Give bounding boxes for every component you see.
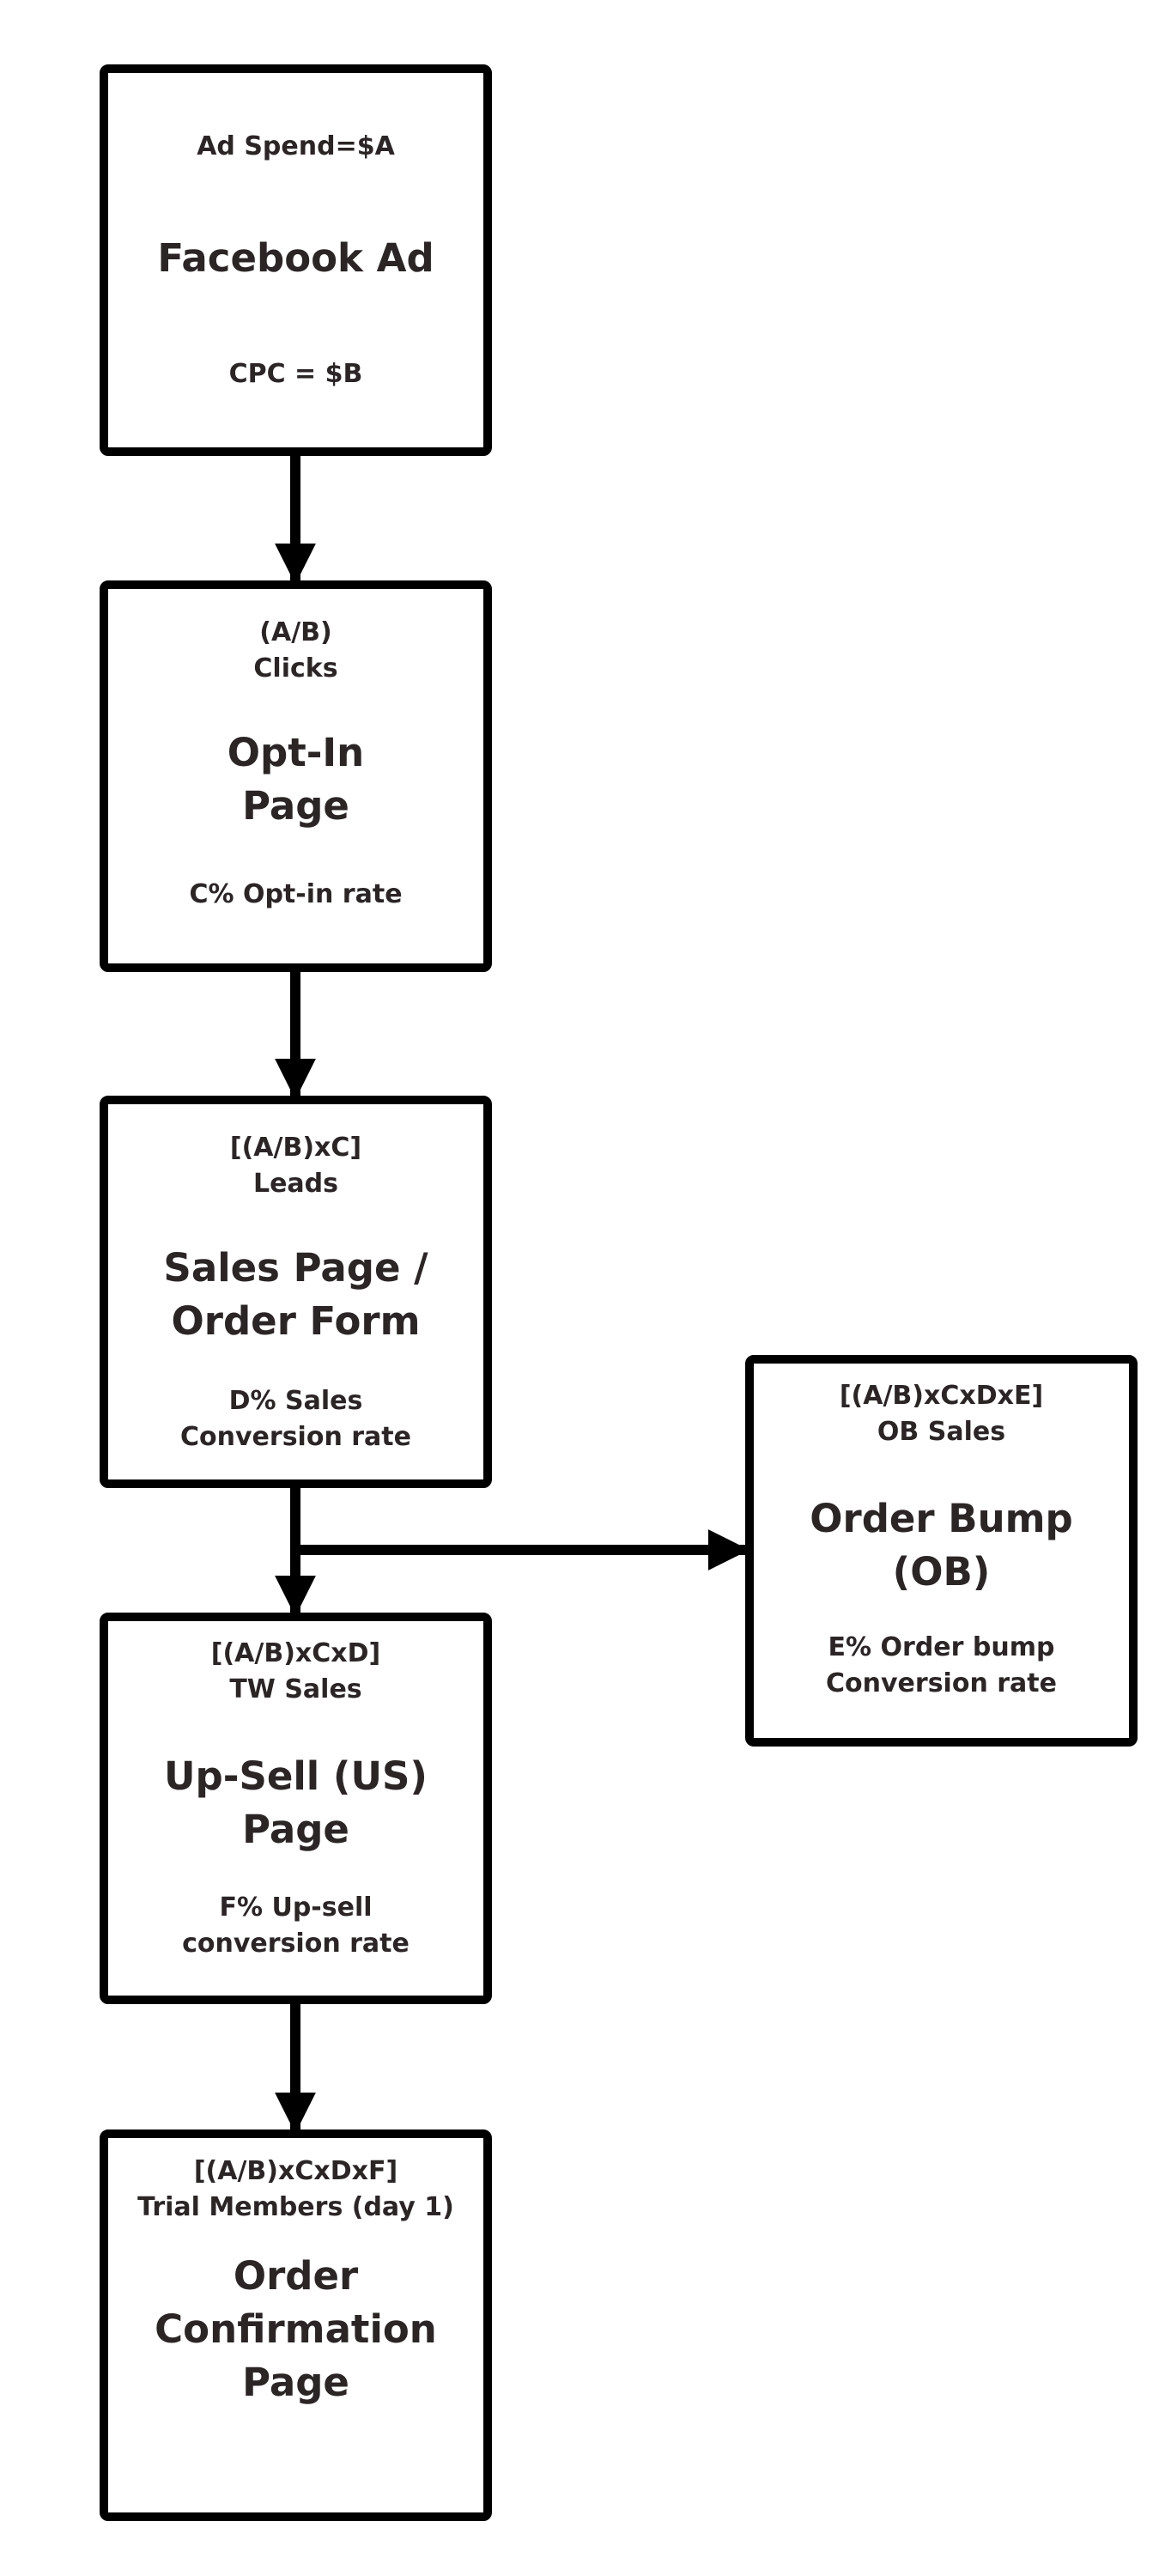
node-sales-page: [(A/B)xC]Leads Sales Page /Order Form D%…: [100, 1096, 492, 1488]
node-order-bump: [(A/B)xCxDxE]OB Sales Order Bump(OB) E% …: [745, 1355, 1138, 1747]
node-up-sell-top-label: [(A/B)xCxD]TW Sales: [210, 1638, 381, 1704]
node-order-bump-title: Order Bump(OB): [810, 1496, 1073, 1595]
node-order-confirmation-top-label: [(A/B)xCxDxF]Trial Members (day 1): [137, 2156, 454, 2222]
node-opt-in-bottom-label: C% Opt-in rate: [189, 879, 403, 909]
node-opt-in-top-label: (A/B)Clicks: [253, 617, 338, 683]
node-order-bump-top-label: [(A/B)xCxDxE]OB Sales: [839, 1381, 1044, 1447]
node-up-sell-title: Up-Sell (US)Page: [164, 1753, 428, 1852]
node-up-sell-page: [(A/B)xCxD]TW Sales Up-Sell (US)Page F% …: [100, 1613, 492, 2004]
node-facebook-ad: Ad Spend=$A Facebook Ad CPC = $B: [100, 64, 492, 456]
node-facebook-ad-top-label: Ad Spend=$A: [197, 131, 395, 161]
node-order-confirmation-page: [(A/B)xCxDxF]Trial Members (day 1) Order…: [100, 2129, 492, 2521]
node-facebook-ad-bottom-label: CPC = $B: [228, 359, 363, 389]
node-sales-page-title: Sales Page /Order Form: [163, 1245, 428, 1344]
node-facebook-ad-title: Facebook Ad: [157, 235, 434, 281]
node-sales-page-top-label: [(A/B)xC]Leads: [229, 1133, 362, 1199]
